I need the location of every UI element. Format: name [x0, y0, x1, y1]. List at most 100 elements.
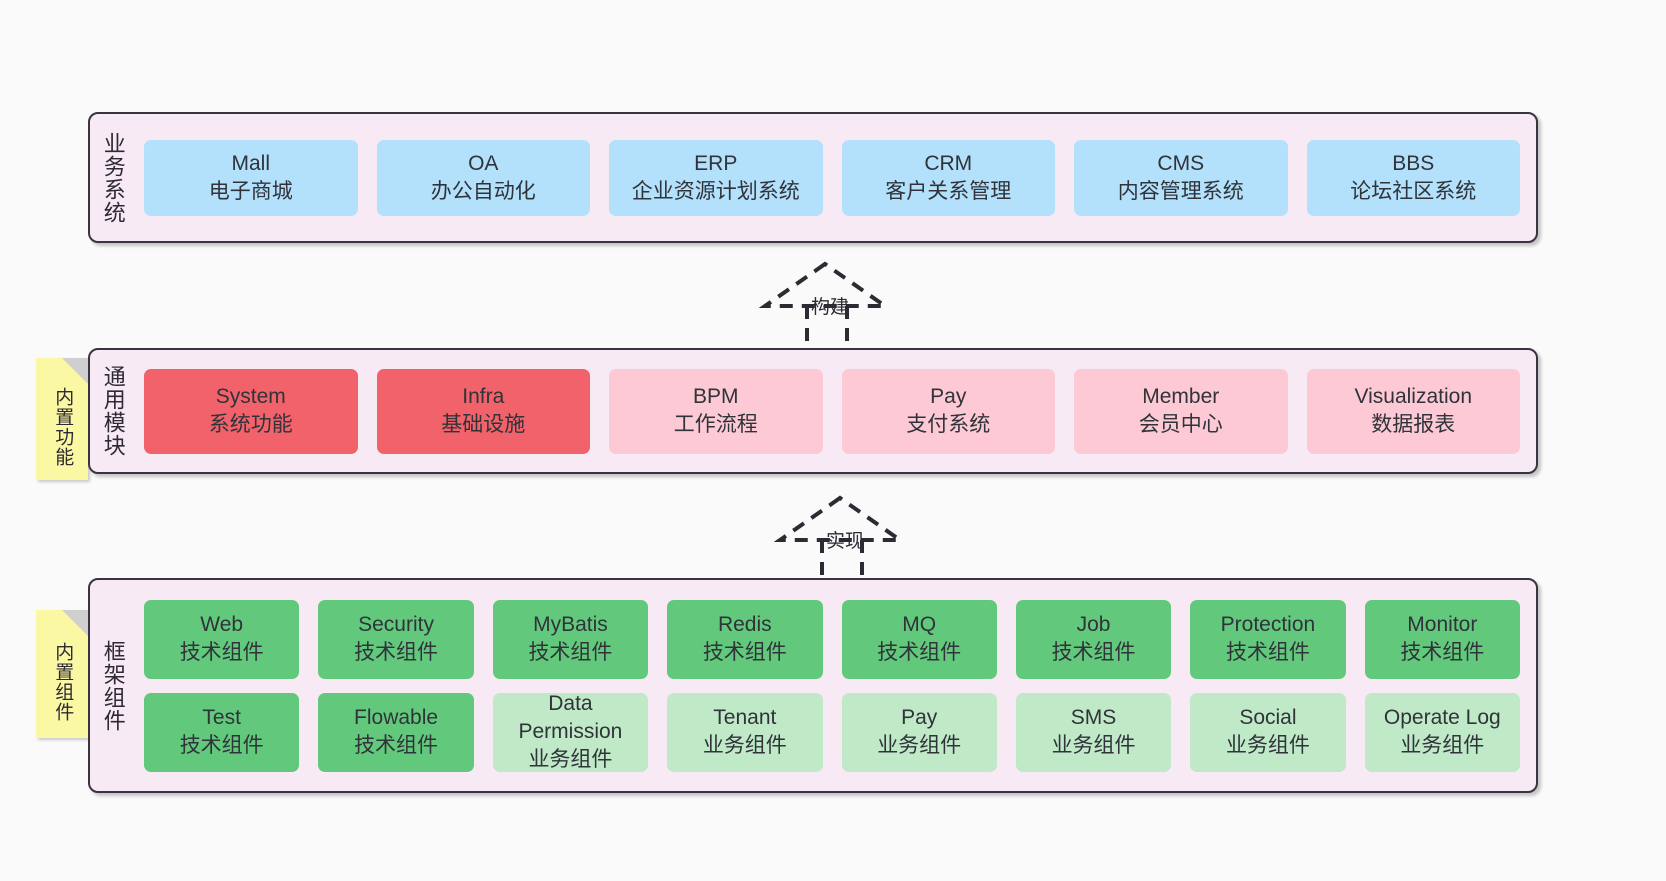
- node-redis[interactable]: Redis 技术组件: [667, 599, 823, 679]
- layer-title-framework-component: 框架组件: [100, 639, 126, 732]
- node-name: MyBatis: [533, 613, 608, 637]
- node-cms[interactable]: CMS 内容管理系统: [1074, 139, 1288, 216]
- node-test[interactable]: Test 技术组件: [144, 692, 300, 772]
- node-name: Tenant: [713, 706, 777, 730]
- node-pay-business[interactable]: Pay 业务组件: [841, 692, 997, 772]
- node-subtitle: 技术组件: [1051, 641, 1136, 664]
- node-subtitle: 电子商城: [208, 179, 293, 203]
- node-visualization[interactable]: Visualization 数据报表: [1306, 368, 1520, 454]
- node-subtitle: 业务组件: [702, 734, 787, 757]
- node-name: Data Permission: [518, 692, 623, 744]
- node-name: BPM: [692, 385, 739, 409]
- connector-implement: 实现: [768, 492, 918, 580]
- node-subtitle: 客户关系管理: [885, 179, 1012, 203]
- node-subtitle: 工作流程: [673, 413, 758, 436]
- node-flowable[interactable]: Flowable 技术组件: [318, 692, 474, 772]
- connector-label-implement: 实现: [826, 531, 865, 552]
- node-name: Mall: [231, 151, 270, 175]
- node-subtitle: 技术组件: [1400, 641, 1485, 664]
- node-row: Test 技术组件 Flowable 技术组件 Data Permission …: [144, 692, 1520, 772]
- layer-common-module[interactable]: 通用模块 System 系统功能 Infra 基础设施 BPM 工作流程 Pay…: [88, 348, 1538, 474]
- node-subtitle: 业务组件: [1051, 734, 1136, 757]
- node-social[interactable]: Social 业务组件: [1190, 692, 1346, 772]
- node-name: SMS: [1070, 706, 1117, 730]
- node-member[interactable]: Member 会员中心: [1074, 368, 1288, 454]
- node-subtitle: 会员中心: [1138, 413, 1223, 436]
- sticky-note-builtin-component: 内置组件: [36, 610, 88, 738]
- node-row: Mall 电子商城 OA 办公自动化 ERP 企业资源计划系统 CRM 客户关系…: [144, 139, 1520, 216]
- node-name: Member: [1142, 385, 1220, 409]
- node-subtitle: 系统功能: [208, 413, 293, 436]
- node-subtitle: 技术组件: [179, 734, 264, 757]
- node-monitor[interactable]: Monitor 技术组件: [1364, 599, 1520, 679]
- node-name: Web: [200, 613, 244, 637]
- connector-label-build: 构建: [811, 297, 850, 318]
- node-security[interactable]: Security 技术组件: [318, 599, 474, 679]
- build-arrow-icon: [758, 261, 892, 350]
- connector-build: 构建: [755, 258, 905, 350]
- node-subtitle: 企业资源计划系统: [631, 179, 800, 203]
- node-subtitle: 业务组件: [1225, 734, 1310, 757]
- node-subtitle: 业务组件: [1400, 734, 1485, 757]
- node-system[interactable]: System 系统功能: [144, 368, 358, 454]
- node-bbs[interactable]: BBS 论坛社区系统: [1306, 139, 1520, 216]
- node-infra[interactable]: Infra 基础设施: [376, 368, 590, 454]
- node-name: Flowable: [354, 706, 439, 730]
- node-name: Protection: [1220, 613, 1316, 637]
- node-name: CMS: [1157, 151, 1205, 175]
- node-name: BBS: [1392, 151, 1435, 175]
- layer-title-business-system: 业务系统: [100, 131, 126, 224]
- node-name: Pay: [930, 385, 967, 409]
- node-subtitle: 技术组件: [354, 734, 439, 757]
- layer-business-system[interactable]: 业务系统 Mall 电子商城 OA 办公自动化 ERP 企业资源计划系统 CRM…: [88, 112, 1538, 243]
- node-name: Pay: [901, 706, 938, 730]
- node-subtitle: 技术组件: [179, 641, 264, 664]
- node-tenant[interactable]: Tenant 业务组件: [667, 692, 823, 772]
- node-subtitle: 技术组件: [528, 641, 613, 664]
- node-erp[interactable]: ERP 企业资源计划系统: [609, 139, 823, 216]
- sticky-note-text: 内置功能: [52, 387, 74, 467]
- node-operate-log[interactable]: Operate Log 业务组件: [1364, 692, 1520, 772]
- node-subtitle: 数据报表: [1371, 413, 1456, 436]
- node-name: Infra: [462, 385, 505, 409]
- node-pay[interactable]: Pay 支付系统: [841, 368, 1055, 454]
- layer-title-common-module: 通用模块: [100, 365, 126, 457]
- node-subtitle: 技术组件: [877, 641, 962, 664]
- node-protection[interactable]: Protection 技术组件: [1190, 599, 1346, 679]
- node-name: ERP: [694, 151, 738, 175]
- node-name: Social: [1239, 706, 1297, 730]
- sticky-note-text: 内置组件: [52, 642, 74, 722]
- node-bpm[interactable]: BPM 工作流程: [609, 368, 823, 454]
- node-data-permission[interactable]: Data Permission 业务组件: [492, 692, 649, 772]
- node-name: Monitor: [1407, 613, 1478, 637]
- node-name: OA: [468, 151, 499, 175]
- node-mybatis[interactable]: MyBatis 技术组件: [492, 599, 649, 679]
- layer-body-common-module: System 系统功能 Infra 基础设施 BPM 工作流程 Pay 支付系统…: [136, 350, 1536, 472]
- node-sms[interactable]: SMS 业务组件: [1015, 692, 1172, 772]
- implement-arrow-icon: [773, 495, 907, 580]
- node-name: Visualization: [1354, 385, 1473, 409]
- layer-body-framework-component: Web 技术组件 Security 技术组件 MyBatis 技术组件 Redi…: [136, 580, 1536, 791]
- sticky-note-builtin-function: 内置功能: [36, 358, 88, 480]
- node-row: Web 技术组件 Security 技术组件 MyBatis 技术组件 Redi…: [144, 599, 1520, 679]
- node-subtitle: 支付系统: [906, 413, 991, 436]
- node-mall[interactable]: Mall 电子商城: [144, 139, 358, 216]
- node-name: Job: [1076, 613, 1111, 637]
- node-crm[interactable]: CRM 客户关系管理: [841, 139, 1055, 216]
- node-name: Redis: [717, 613, 772, 637]
- node-subtitle: 内容管理系统: [1117, 179, 1244, 203]
- node-oa[interactable]: OA 办公自动化: [376, 139, 590, 216]
- node-name: CRM: [924, 151, 973, 175]
- node-subtitle: 办公自动化: [430, 179, 536, 203]
- node-job[interactable]: Job 技术组件: [1015, 599, 1172, 679]
- folded-corner-icon: [62, 610, 88, 636]
- layer-body-business-system: Mall 电子商城 OA 办公自动化 ERP 企业资源计划系统 CRM 客户关系…: [136, 114, 1536, 241]
- node-name: MQ: [902, 613, 937, 637]
- node-subtitle: 业务组件: [877, 734, 962, 757]
- node-web[interactable]: Web 技术组件: [144, 599, 300, 679]
- node-mq[interactable]: MQ 技术组件: [841, 599, 997, 679]
- node-subtitle: 业务组件: [528, 747, 613, 771]
- node-subtitle: 技术组件: [354, 641, 439, 664]
- layer-framework-component[interactable]: 框架组件 Web 技术组件 Security 技术组件 MyBatis 技术组件…: [88, 578, 1538, 793]
